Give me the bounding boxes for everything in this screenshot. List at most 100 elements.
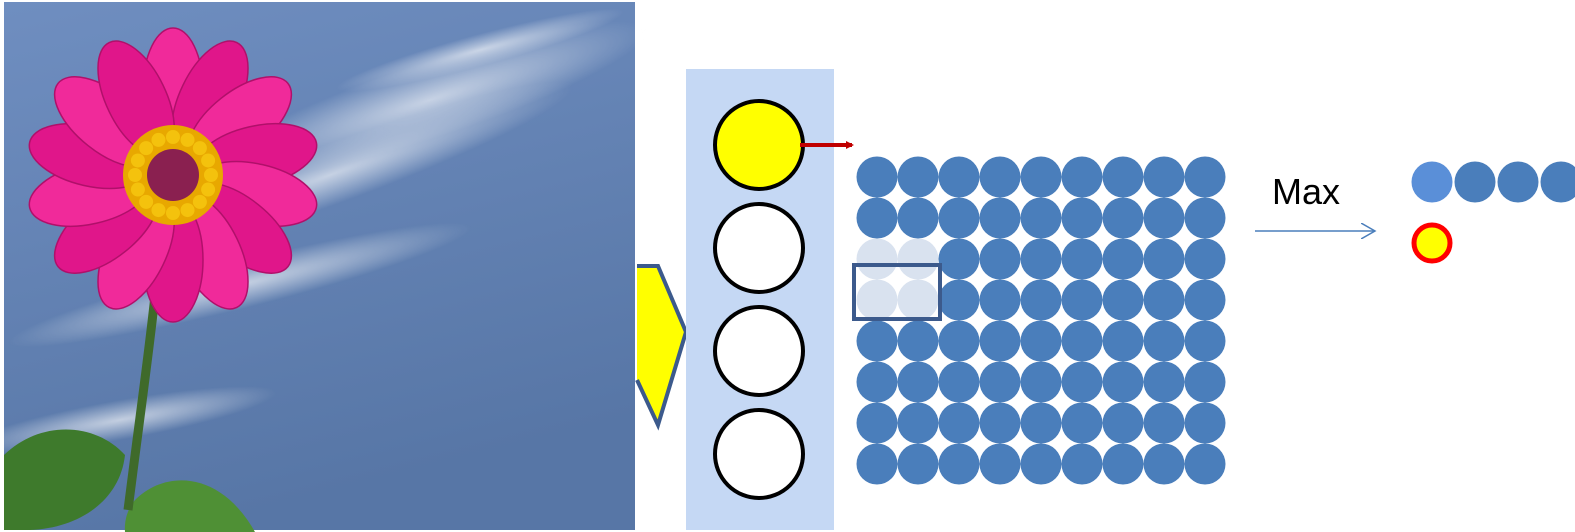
stamen [139,141,153,155]
feature-map-unit [1144,239,1185,280]
feature-map-unit [1103,198,1144,239]
feature-map-unit [939,280,980,321]
feature-map-unit [1062,239,1103,280]
filter-neuron [715,410,803,498]
feature-map-unit [939,239,980,280]
feature-map-unit [1144,321,1185,362]
feature-map-unit [980,280,1021,321]
feature-map-unit [1021,444,1062,485]
feature-map-unit [1062,198,1103,239]
feature-map-unit [980,321,1021,362]
feature-map-unit [980,403,1021,444]
stamen [166,206,180,220]
stamen [201,183,215,197]
pooling-window-unit [857,280,898,321]
stamen [201,153,215,167]
feature-map-unit [1062,280,1103,321]
filter-neuron [715,307,803,395]
feature-map-unit [857,403,898,444]
pooled-unit [1412,162,1453,203]
feature-map-unit [1103,280,1144,321]
filter-neuron [715,204,803,292]
feature-map-unit [1185,157,1226,198]
active-filter-neuron [715,101,803,189]
flower-photo [0,0,660,532]
feature-map-unit [1185,321,1226,362]
stamen [139,195,153,209]
feature-map-unit [1185,403,1226,444]
feature-map-unit [1144,444,1185,485]
feature-map-unit [1062,403,1103,444]
feature-map-unit [898,403,939,444]
pooled-unit [1541,162,1575,203]
feature-map-unit [1062,362,1103,403]
feature-map-unit [939,157,980,198]
stamen [128,168,142,182]
feature-map-unit [1103,157,1144,198]
stamen [166,130,180,144]
stamen [131,183,145,197]
feature-map-unit [1103,362,1144,403]
feature-map-unit [898,362,939,403]
max-label: Max [1272,171,1340,212]
feature-map-unit [1021,362,1062,403]
stamen [131,153,145,167]
feature-map-unit [857,444,898,485]
stamen [181,133,195,147]
pooled-unit [1455,162,1496,203]
feature-map-unit [898,444,939,485]
feature-map-unit [1021,280,1062,321]
feature-map-unit [1103,403,1144,444]
stamen [151,133,165,147]
feature-map-unit [898,321,939,362]
feature-map-unit [1021,321,1062,362]
feature-map-unit [980,239,1021,280]
feature-map-unit [1021,198,1062,239]
feature-map-unit [1103,239,1144,280]
feature-map-unit [857,321,898,362]
feature-map-unit [1185,362,1226,403]
feature-map-unit [898,157,939,198]
feature-map-unit [939,444,980,485]
stamen [151,203,165,217]
feature-map-unit [1062,444,1103,485]
feature-map-unit [1021,157,1062,198]
feature-map-unit [939,362,980,403]
feature-map-unit [1144,198,1185,239]
feature-map-unit [1021,403,1062,444]
stamen [181,203,195,217]
pooled-output [1412,162,1575,262]
feature-map-unit [1144,362,1185,403]
pooling-window-unit [898,239,939,280]
feature-map-unit [1062,321,1103,362]
pooling-window-unit [857,239,898,280]
feature-map-unit [1185,198,1226,239]
feature-map-unit [1062,157,1103,198]
max-selected-unit [1414,225,1450,261]
feature-map-unit [939,198,980,239]
feature-map-unit [857,157,898,198]
feature-map-unit [980,198,1021,239]
feature-map-unit [898,198,939,239]
stamen [193,141,207,155]
feature-map-unit [1144,157,1185,198]
stamen [204,168,218,182]
feature-map-unit [1185,444,1226,485]
feature-map-unit [980,362,1021,403]
feature-map-unit [1185,239,1226,280]
feature-map-unit [1185,280,1226,321]
feature-map-unit [1021,239,1062,280]
pooling-window-unit [898,280,939,321]
feature-map-unit [1144,280,1185,321]
input-arrow [637,266,686,425]
feature-map-unit [1103,321,1144,362]
feature-map-unit [980,157,1021,198]
feature-map-unit [939,321,980,362]
feature-map-unit [1103,444,1144,485]
feature-map-unit [857,362,898,403]
feature-map-unit [939,403,980,444]
feature-map-unit [980,444,1021,485]
stamen [193,195,207,209]
pooled-unit [1498,162,1539,203]
